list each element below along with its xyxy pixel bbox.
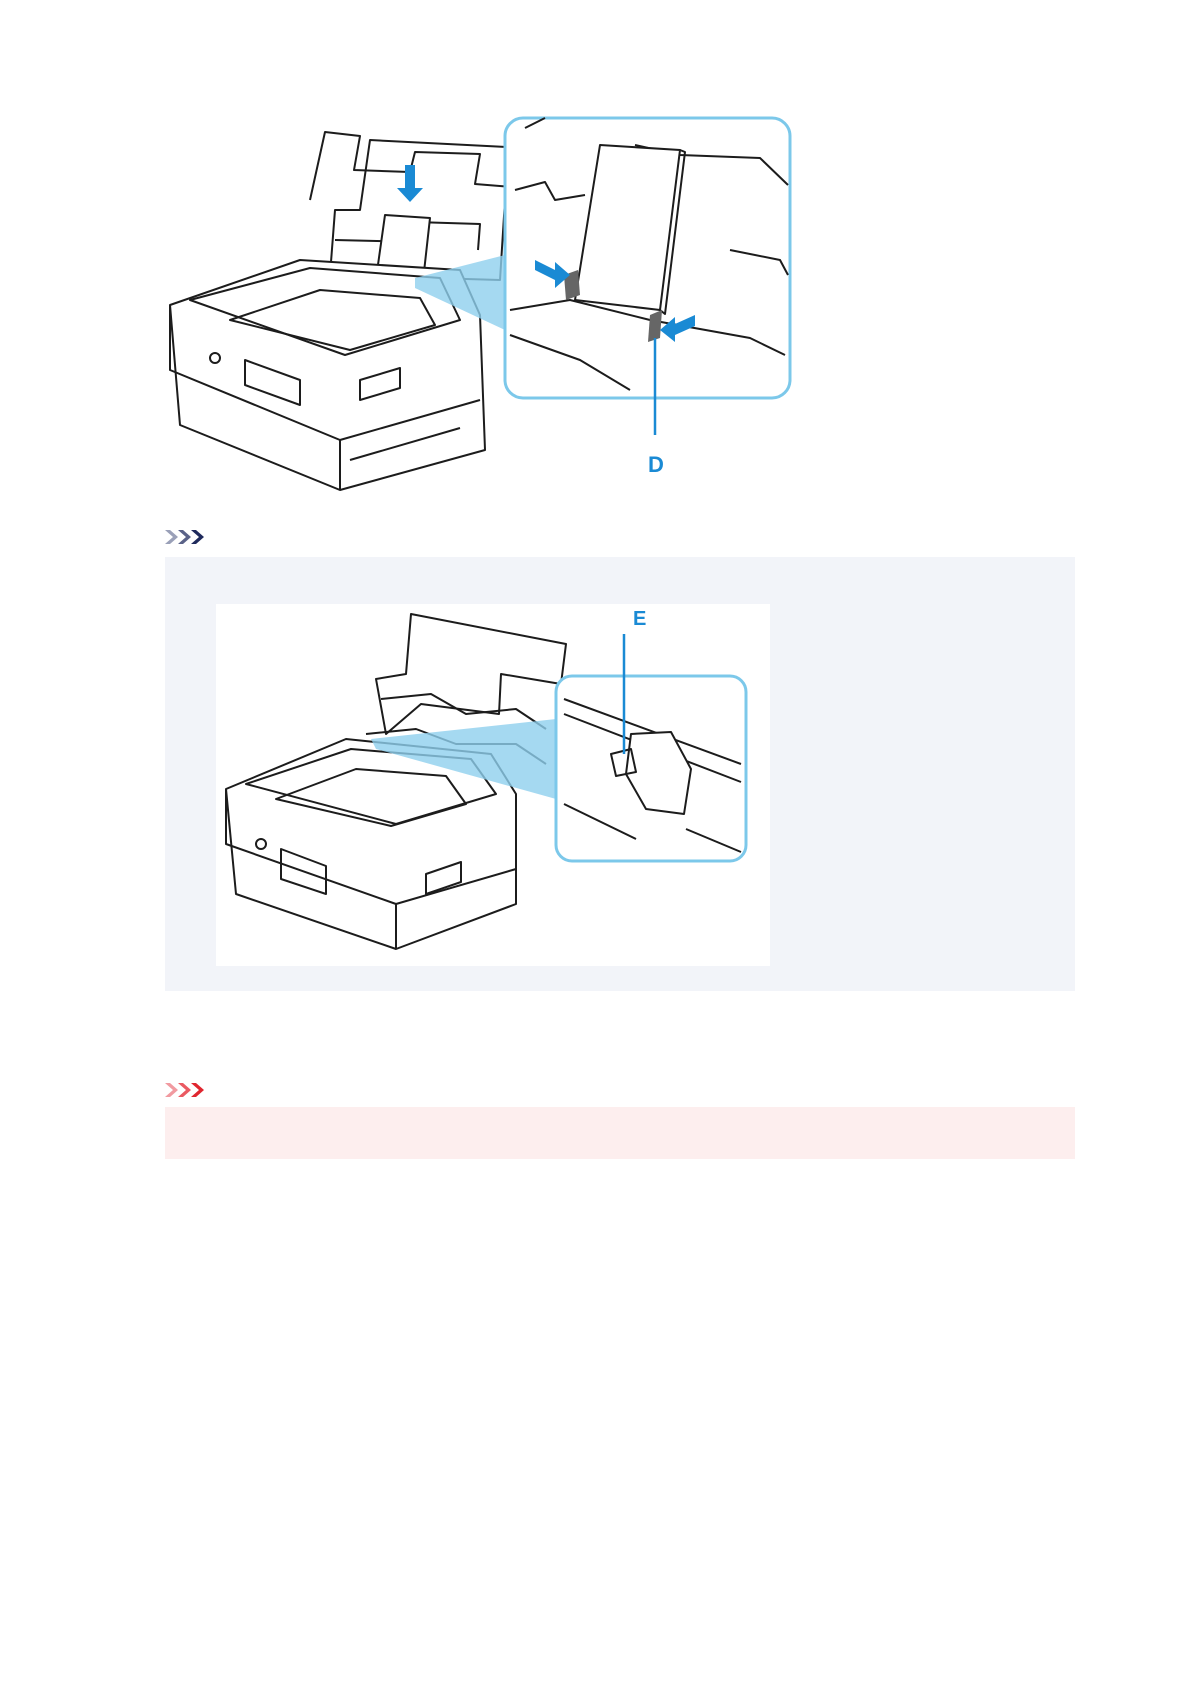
important-box (165, 1107, 1075, 1159)
note-chevron-icon (165, 528, 217, 546)
note-figure-frame (216, 604, 770, 966)
printer-rear-tray-illustration (160, 110, 820, 502)
callout-label-e: E (633, 608, 646, 631)
important-chevron-icon (165, 1081, 217, 1099)
callout-label-d: D (648, 452, 664, 478)
printer-paper-guide-illustration (216, 604, 770, 966)
